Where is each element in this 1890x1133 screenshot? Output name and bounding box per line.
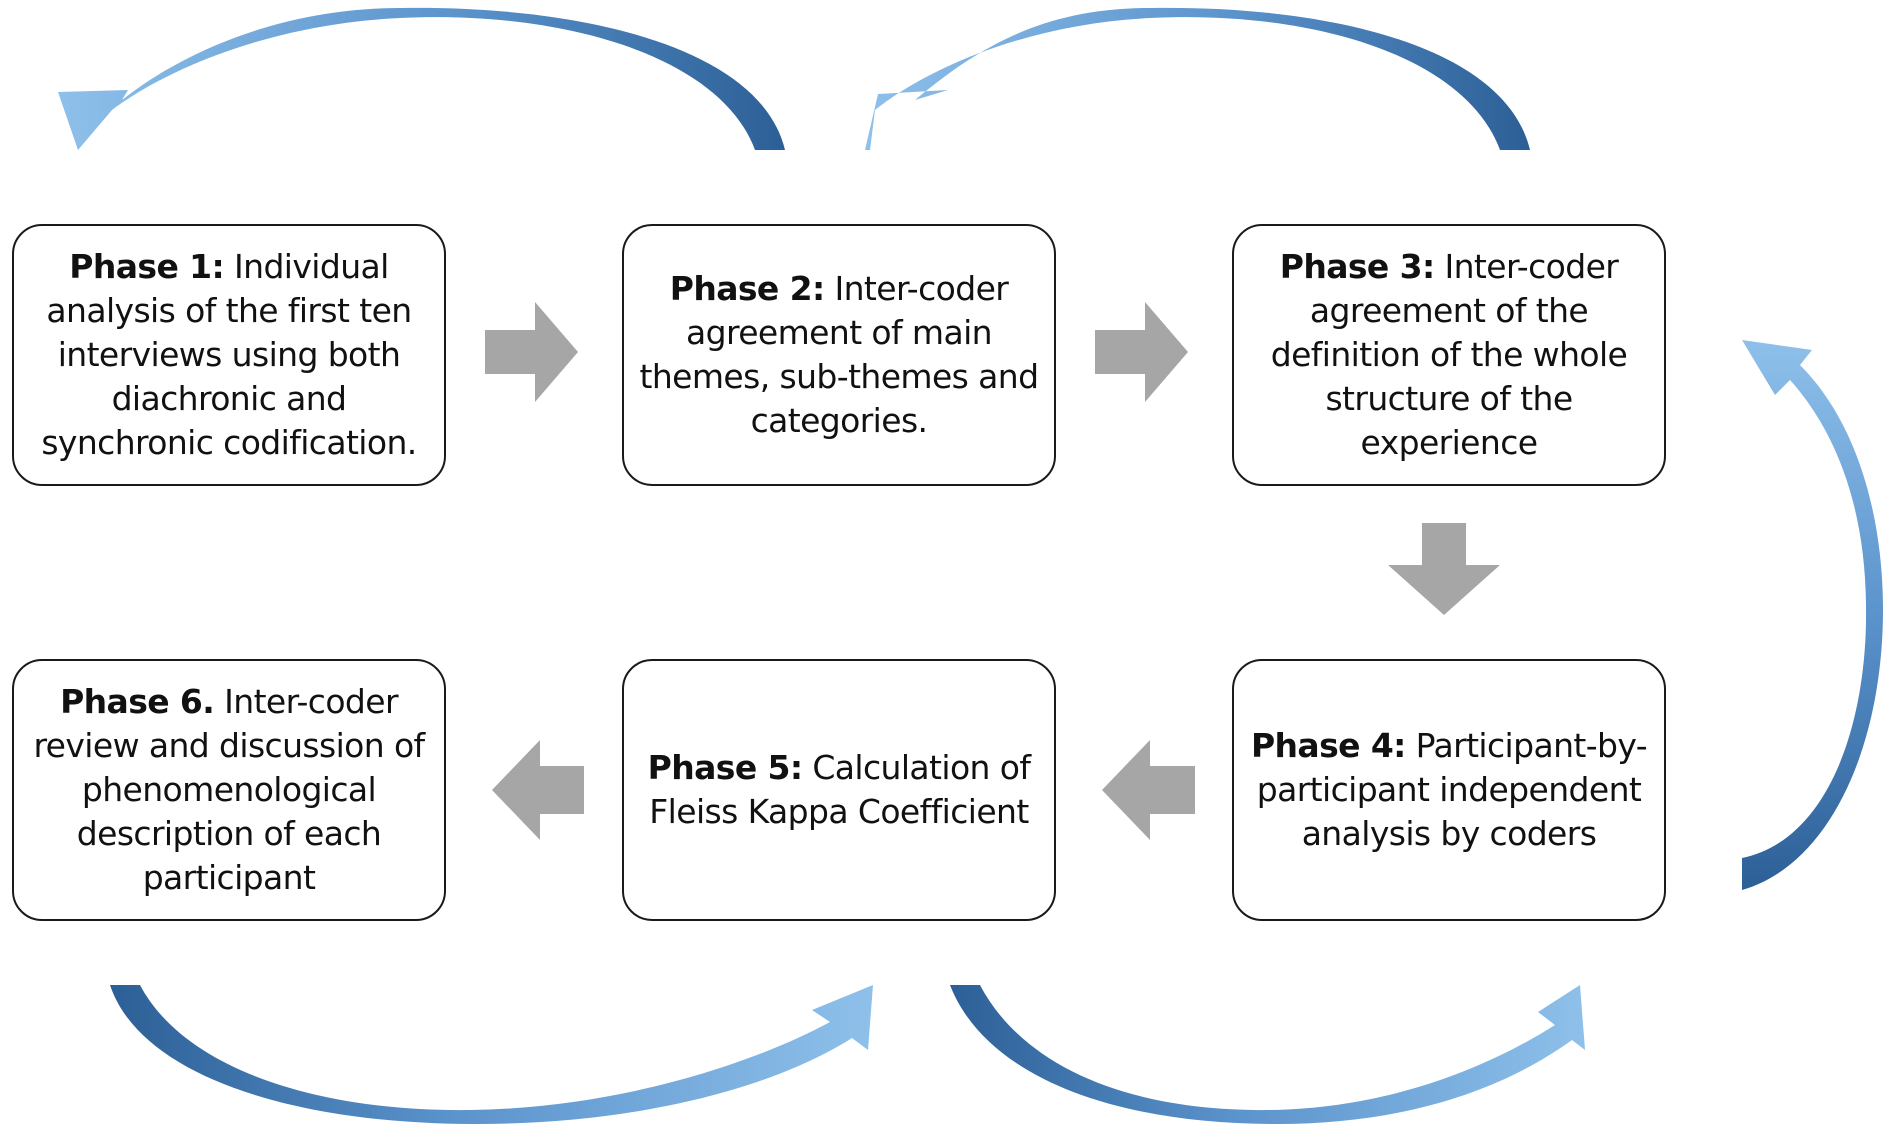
phase-5-box: Phase 5: Calculation of Fleiss Kappa Coe… [622,659,1056,921]
phase-5-title: Phase 5: [647,748,803,787]
curved-arrow-top-right [865,7,1530,150]
phase-1-text: Individual analysis of the first ten int… [41,247,417,462]
arrow-left-4-5 [1102,740,1195,840]
phase-3-title: Phase 3: [1279,247,1435,286]
phase-1-title: Phase 1: [69,247,225,286]
arrow-right-1-2 [485,302,578,402]
phase-6-box: Phase 6. Inter-coder review and discussi… [12,659,446,921]
phase-5-text: Calculation of Fleiss Kappa Coefficient [649,748,1031,831]
curved-arrow-bottom-left [110,985,873,1125]
phase-4-box: Phase 4: Participant-by-participant inde… [1232,659,1666,921]
phase-2-title: Phase 2: [669,269,825,308]
arrow-down-3-4 [1388,523,1500,615]
phase-3-box: Phase 3: Inter-coder agreement of the de… [1232,224,1666,486]
phase-4-title: Phase 4: [1250,726,1406,765]
phase-2-box: Phase 2: Inter-coder agreement of main t… [622,224,1056,486]
arrow-right-2-3 [1095,302,1188,402]
phase-6-title: Phase 6. [60,682,215,721]
phase-1-box: Phase 1: Individual analysis of the firs… [12,224,446,486]
phase-2-text: Inter-coder agreement of main themes, su… [639,269,1040,440]
curved-arrow-top-left [58,7,785,150]
phase-3-text: Inter-coder agreement of the definition … [1270,247,1628,462]
curved-arrow-bottom-right [950,985,1585,1125]
phase-6-text: Inter-coder review and discussion of phe… [33,682,425,897]
curved-arrow-right [1742,340,1884,890]
phase-4-text: Participant-by-participant independent a… [1256,726,1648,853]
arrow-left-5-6 [492,740,584,840]
